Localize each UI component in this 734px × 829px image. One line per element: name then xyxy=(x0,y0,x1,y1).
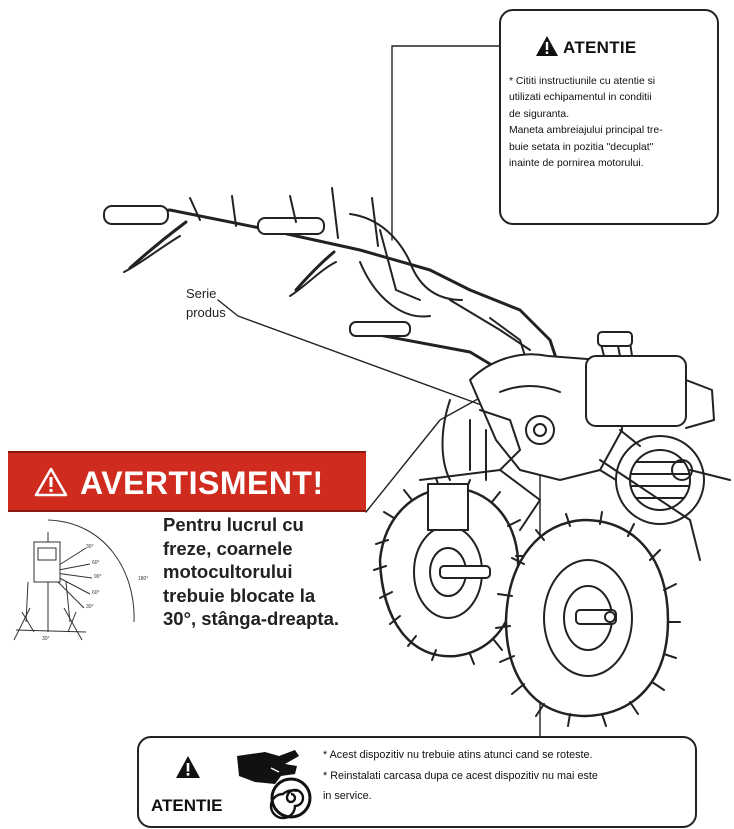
warning-triangle-icon xyxy=(34,467,68,497)
warning-line: trebuie blocate la xyxy=(163,584,316,606)
warning-banner: AVERTISMENT! xyxy=(8,451,366,512)
svg-text:60°: 60° xyxy=(92,590,100,596)
notice-line: * Reinstalati carcasa dupa ce acest disp… xyxy=(323,769,598,782)
notice-line: * Cititi instructiunile cu atentie si xyxy=(509,76,656,87)
notice-title: ATENTIE xyxy=(151,796,223,815)
serial-label-line: Serie xyxy=(186,286,217,301)
warning-line: motocultorului xyxy=(163,561,293,582)
top-safety-notice: ATENTIE * Cititi instructiunile cu atent… xyxy=(499,9,719,225)
svg-text:60°: 60° xyxy=(92,560,100,566)
warning-title: AVERTISMENT! xyxy=(80,465,324,501)
angle-lock-diagram: 30° 60° 90° 60° 30° 180° 30° xyxy=(13,519,148,642)
notice-line: * Acest dispozitiv nu trebuie atins atun… xyxy=(323,749,593,761)
serial-label-line: produs xyxy=(186,305,226,320)
notice-body: * Acest dispozitiv nu trebuie atins atun… xyxy=(323,745,689,807)
svg-text:30°: 30° xyxy=(86,544,94,550)
svg-text:30°: 30° xyxy=(42,636,50,642)
warning-line: Pentru lucrul cu xyxy=(163,514,304,535)
warning-triangle-icon xyxy=(536,36,558,56)
notice-body: * Cititi instructiunile cu atentie si ut… xyxy=(509,74,709,172)
svg-text:180°: 180° xyxy=(138,576,148,582)
bottom-safety-notice: ATENTIE * Acest dispozitiv nu trebuie at… xyxy=(137,736,697,828)
warning-line: 30°, stânga-dreapta. xyxy=(163,608,340,629)
serial-number-label: Serie produs xyxy=(186,284,226,322)
notice-line: de siguranta. xyxy=(509,108,570,120)
notice-line: utilizati echipamentul in conditii xyxy=(509,92,652,104)
notice-line: buie setata in pozitia "decuplat" xyxy=(509,141,654,153)
notice-line: Maneta ambreiajului principal tre- xyxy=(509,125,663,137)
warning-line: freze, coarnele xyxy=(163,537,293,559)
svg-text:90°: 90° xyxy=(94,574,102,580)
notice-line: in service. xyxy=(323,790,372,802)
notice-line: inainte de pornirea motorului. xyxy=(509,158,644,170)
warning-text: Pentru lucrul cu freze, coarnele motocul… xyxy=(163,513,339,631)
svg-text:30°: 30° xyxy=(86,604,94,610)
warning-triangle-icon xyxy=(176,756,200,778)
hand-rotating-part-icon xyxy=(237,750,312,820)
notice-title: ATENTIE xyxy=(563,38,637,57)
